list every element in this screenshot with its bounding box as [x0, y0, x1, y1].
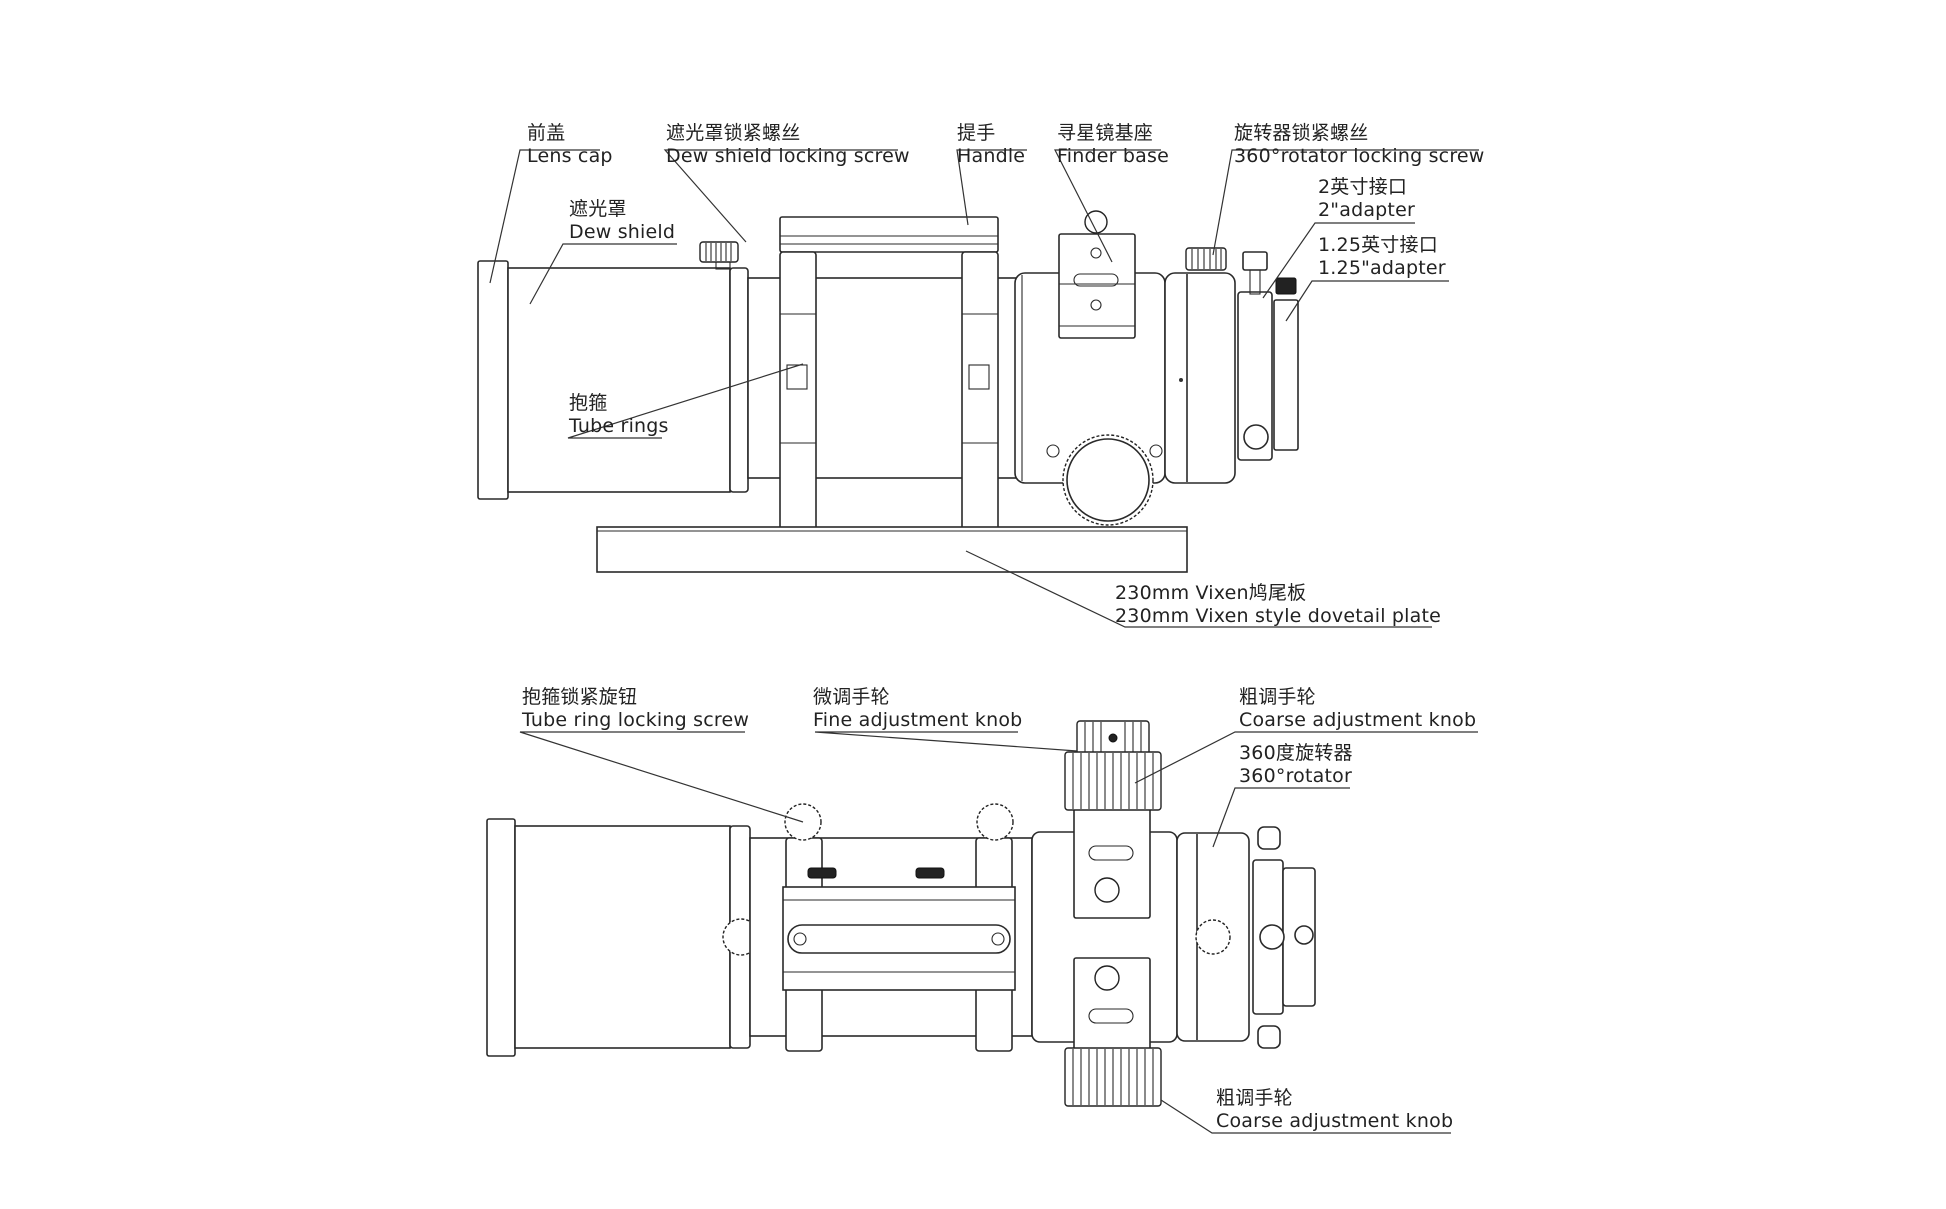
label-en: 360°rotator locking screw	[1234, 145, 1485, 167]
adapter-125in-part	[1273, 299, 1299, 451]
label-zh: 旋转器锁紧螺丝	[1234, 122, 1369, 144]
label-zh: 360度旋转器	[1239, 742, 1353, 764]
label-adapter-125in: 1.25英寸接口 1.25"adapter	[1318, 234, 1446, 280]
label-adapter-2in: 2英寸接口 2"adapter	[1318, 176, 1415, 222]
lens-cap-part	[477, 260, 509, 500]
dew-shield-screw-part	[699, 241, 739, 263]
label-zh: 1.25英寸接口	[1318, 234, 1438, 256]
label-en: Dew shield	[569, 221, 676, 243]
label-zh: 提手	[957, 122, 996, 144]
label-en: Coarse adjustment knob	[1216, 1110, 1454, 1132]
label-dew-shield-locking-screw: 遮光罩锁紧螺丝 Dew shield locking screw	[666, 122, 910, 168]
label-zh: 遮光罩	[569, 198, 627, 220]
tube-ring-screw-right	[976, 803, 1014, 841]
label-en: Tube rings	[569, 415, 669, 437]
label-en: Lens cap	[527, 145, 613, 167]
bottom-view-drawing	[486, 720, 1478, 1134]
label-zh: 抱箍锁紧旋钮	[522, 686, 638, 708]
label-zh: 遮光罩锁紧螺丝	[666, 122, 801, 144]
label-zh: 寻星镜基座	[1057, 122, 1154, 144]
label-en: Dew shield locking screw	[666, 145, 910, 167]
dovetail-plate-part	[596, 526, 1188, 573]
label-tube-rings: 抱箍 Tube rings	[569, 392, 669, 438]
label-fine-adjustment-knob: 微调手轮 Fine adjustment knob	[813, 686, 1022, 732]
label-en: Tube ring locking screw	[522, 709, 750, 731]
label-zh: 粗调手轮	[1216, 1087, 1293, 1109]
handle-part	[779, 216, 999, 253]
label-tube-ring-locking-screw: 抱箍锁紧旋钮 Tube ring locking screw	[522, 686, 749, 732]
label-zh: 前盖	[527, 122, 566, 144]
label-zh: 粗调手轮	[1239, 686, 1316, 708]
label-coarse-adjustment-knob-bottom: 粗调手轮 Coarse adjustment knob	[1216, 1087, 1453, 1133]
dew-shield-part	[507, 267, 731, 493]
label-zh: 微调手轮	[813, 686, 890, 708]
top-view-drawing	[477, 149, 1479, 628]
label-zh: 抱箍	[569, 392, 608, 414]
label-finder-base: 寻星镜基座 Finder base	[1057, 122, 1169, 168]
label-en: 360°rotator	[1239, 765, 1352, 787]
label-coarse-adjustment-knob-top: 粗调手轮 Coarse adjustment knob	[1239, 686, 1476, 732]
label-handle: 提手 Handle	[957, 122, 1025, 168]
label-en: Finder base	[1057, 145, 1169, 167]
label-dew-shield: 遮光罩 Dew shield	[569, 198, 675, 244]
label-rotator-locking-screw: 旋转器锁紧螺丝 360°rotator locking screw	[1234, 122, 1485, 168]
label-rotator: 360度旋转器 360°rotator	[1239, 742, 1353, 788]
tube-ring-left	[779, 251, 817, 533]
label-en: 230mm Vixen style dovetail plate	[1115, 605, 1442, 627]
tube-ring-right	[961, 251, 999, 533]
label-lens-cap: 前盖 Lens cap	[527, 122, 613, 168]
label-en: 1.25"adapter	[1318, 257, 1446, 279]
adapter-2in-part	[1237, 291, 1273, 461]
label-en: 2"adapter	[1318, 199, 1415, 221]
label-en: Fine adjustment knob	[813, 709, 1023, 731]
label-dovetail-plate: 230mm Vixen鸠尾板 230mm Vixen style dovetai…	[1115, 582, 1441, 628]
label-en: Handle	[957, 145, 1026, 167]
rotator-part	[1164, 272, 1236, 484]
label-zh: 230mm Vixen鸠尾板	[1115, 582, 1307, 604]
label-zh: 2英寸接口	[1318, 176, 1408, 198]
label-en: Coarse adjustment knob	[1239, 709, 1477, 731]
